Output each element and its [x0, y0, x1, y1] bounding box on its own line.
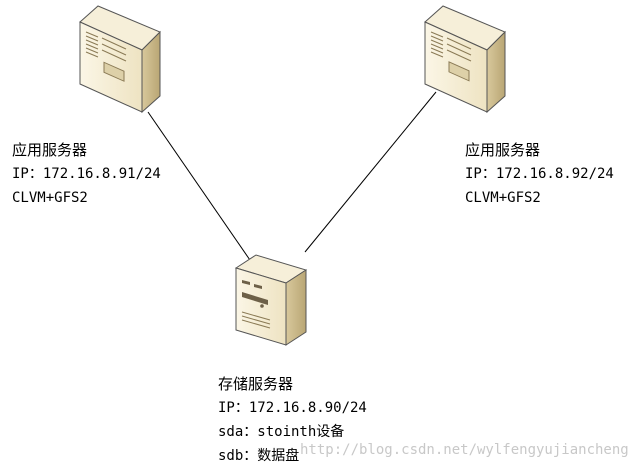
storage-server-sda: sda：stointh设备 — [218, 424, 345, 440]
storage-server-label: 存储服务器 IP：172.16.8.90/24 sda：stointh设备 sd… — [218, 372, 367, 468]
app-server-right-stack: CLVM+GFS2 — [465, 190, 541, 206]
storage-server-title: 存储服务器 — [218, 375, 294, 393]
storage-server-sdb: sdb：数据盘 — [218, 448, 300, 464]
link-right-to-storage — [304, 91, 437, 253]
app-server-right-label: 应用服务器 IP：172.16.8.92/24 CLVM+GFS2 — [465, 138, 614, 210]
app-server-right-icon — [424, 5, 506, 114]
storage-server-ip: IP：172.16.8.90/24 — [218, 400, 367, 416]
watermark: http://blog.csdn.net/wylfengyujiancheng — [300, 442, 629, 458]
app-server-left-label: 应用服务器 IP：172.16.8.91/24 CLVM+GFS2 — [12, 138, 161, 210]
app-server-right-ip: IP：172.16.8.92/24 — [465, 166, 614, 182]
app-server-left-ip: IP：172.16.8.91/24 — [12, 166, 161, 182]
app-server-right-title: 应用服务器 — [465, 141, 541, 159]
app-server-left-title: 应用服务器 — [12, 141, 88, 159]
app-server-left-stack: CLVM+GFS2 — [12, 190, 88, 206]
app-server-left-icon — [79, 5, 161, 114]
storage-server-icon — [234, 254, 308, 346]
link-left-to-storage — [147, 111, 253, 264]
